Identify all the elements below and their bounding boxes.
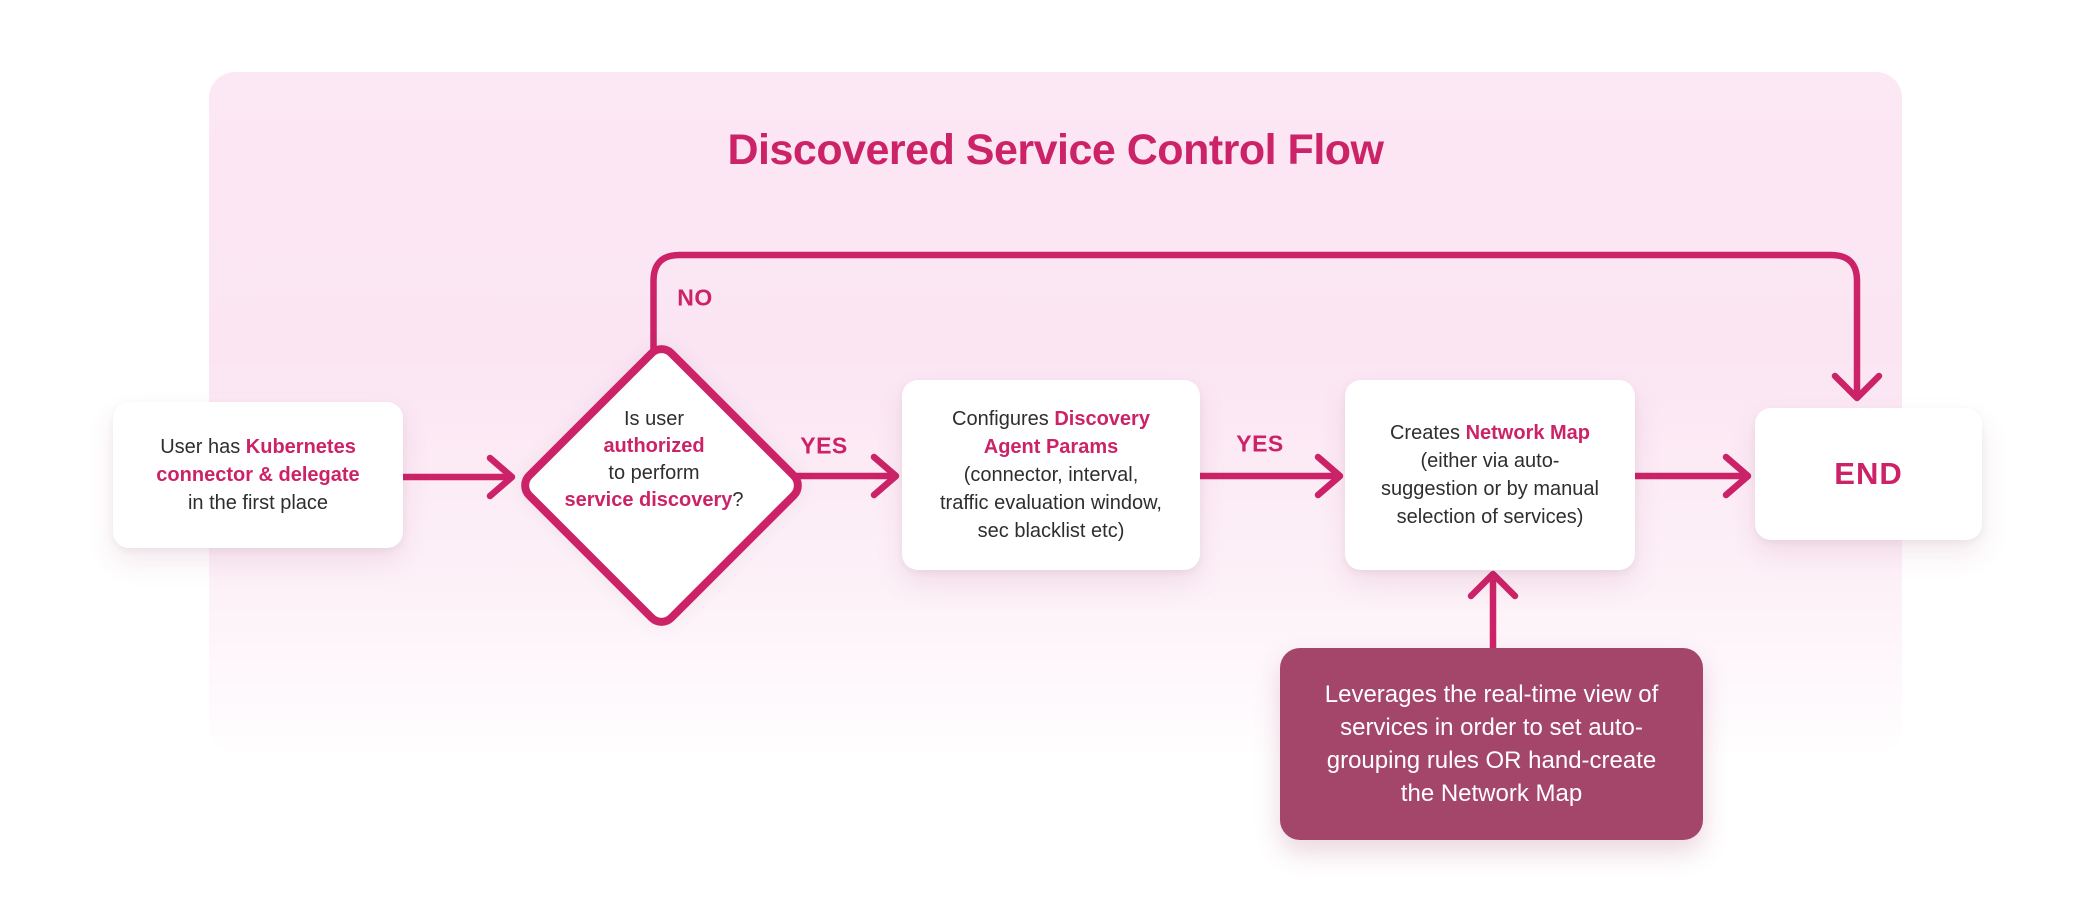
arrow-no-loop-to-end xyxy=(650,251,1883,402)
configure-line: Configures Discovery xyxy=(952,405,1150,433)
decision-text-highlight: service discovery xyxy=(564,489,733,511)
start-node-line: connector & delegate xyxy=(156,461,359,489)
create-map-line: (either via auto- xyxy=(1421,447,1560,475)
annotation-note: Leverages the real-time view of services… xyxy=(1280,648,1703,840)
create-map-text-highlight: Network Map xyxy=(1465,422,1591,444)
decision-text: to perform xyxy=(608,462,700,484)
create-map-line: Creates Network Map xyxy=(1390,419,1590,447)
configure-text: Configures xyxy=(952,408,1055,430)
arrow-decision-to-configure xyxy=(784,453,900,499)
decision-line: service discovery? xyxy=(543,487,765,514)
arrow-note-to-create xyxy=(1467,570,1519,654)
configure-text-highlight: Discovery xyxy=(1054,408,1150,430)
note-line: Leverages the real-time view of xyxy=(1324,681,1659,708)
create-map-text: suggestion or by manual xyxy=(1381,478,1599,500)
decision-node-text: Is user authorized to perform service di… xyxy=(543,406,765,514)
create-map-text: selection of services) xyxy=(1396,506,1584,528)
arrow-configure-to-create xyxy=(1196,453,1344,499)
no-branch-label: NO xyxy=(677,284,713,311)
arrow-create-to-end xyxy=(1631,453,1752,499)
create-map-text: (either via auto- xyxy=(1420,450,1560,472)
decision-line: authorized xyxy=(543,433,765,460)
start-node-line: User has Kubernetes xyxy=(160,433,356,461)
note-line: grouping rules OR hand-create xyxy=(1326,747,1657,774)
start-node-line: in the first place xyxy=(188,489,328,517)
note-line: the Network Map xyxy=(1400,780,1583,807)
configure-text: sec blacklist etc) xyxy=(977,520,1125,542)
create-network-map-node: Creates Network Map (either via auto- su… xyxy=(1345,380,1635,570)
decision-text-highlight: authorized xyxy=(603,435,705,457)
configure-text: (connector, interval, xyxy=(963,464,1139,486)
configure-text: traffic evaluation window, xyxy=(940,492,1162,514)
configure-line: Agent Params xyxy=(984,433,1119,461)
configure-line: sec blacklist etc) xyxy=(978,517,1125,545)
decision-text: Is user xyxy=(623,408,685,430)
configure-line: traffic evaluation window, xyxy=(940,489,1162,517)
yes-branch-label-1: YES xyxy=(800,432,848,459)
start-text-highlight: Kubernetes xyxy=(245,436,356,458)
start-node: User has Kubernetes connector & delegate… xyxy=(113,402,403,548)
create-map-line: selection of services) xyxy=(1397,503,1584,531)
create-map-line: suggestion or by manual xyxy=(1381,475,1599,503)
page-title: Discovered Service Control Flow xyxy=(727,126,1384,174)
configure-line: (connector, interval, xyxy=(964,461,1139,489)
start-text: in the first place xyxy=(187,492,329,514)
configure-params-node: Configures Discovery Agent Params (conne… xyxy=(902,380,1200,570)
end-label: END xyxy=(1834,456,1903,491)
yes-branch-label-2: YES xyxy=(1236,430,1284,457)
end-node: END xyxy=(1755,408,1982,540)
configure-text-highlight: Agent Params xyxy=(983,436,1119,458)
arrow-start-to-decision xyxy=(399,454,516,500)
start-text-highlight: connector & delegate xyxy=(156,464,360,486)
decision-line: to perform xyxy=(543,460,765,487)
create-map-text: Creates xyxy=(1389,422,1466,444)
note-line: services in order to set auto- xyxy=(1340,714,1643,741)
decision-line: Is user xyxy=(543,406,765,433)
start-text: User has xyxy=(160,436,246,458)
decision-text: ? xyxy=(732,489,744,511)
